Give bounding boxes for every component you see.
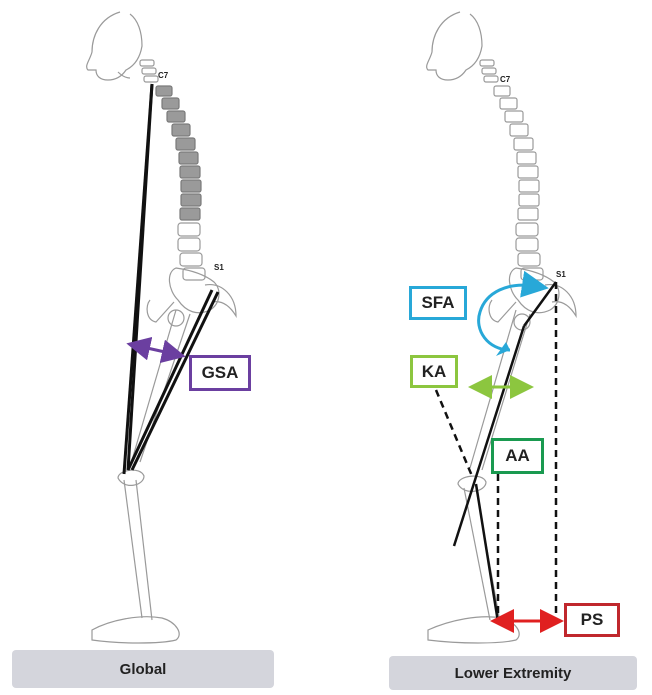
thoracic-vertebrae (156, 86, 201, 220)
skull-outline-right (427, 12, 482, 80)
lower-skeleton (427, 12, 576, 643)
skull-outline (87, 12, 142, 80)
global-caption: Global (12, 650, 274, 688)
foot-outline (92, 617, 179, 643)
global-skeleton (87, 12, 236, 643)
ps-label-box: PS (564, 603, 620, 637)
sfa-arc-arrow (479, 285, 534, 350)
cervical-vertebrae (140, 60, 158, 82)
gsa-arrow (138, 346, 174, 354)
lower-c7-label: C7 (500, 75, 511, 84)
thoracic-vertebrae-right (494, 86, 543, 280)
lower-s1-label: S1 (556, 270, 566, 279)
global-c7-label: C7 (158, 71, 169, 80)
femur-outline (132, 310, 190, 462)
lower-extremity-caption: Lower Extremity (389, 656, 637, 690)
cervical-vertebrae-right (480, 60, 498, 82)
tibia-outline (124, 480, 152, 620)
ka-label-box: KA (410, 355, 458, 388)
aa-label-box: AA (491, 438, 544, 474)
gsa-label-box: GSA (189, 355, 251, 391)
global-s1-label: S1 (214, 263, 224, 272)
sfa-label-box: SFA (409, 286, 467, 320)
